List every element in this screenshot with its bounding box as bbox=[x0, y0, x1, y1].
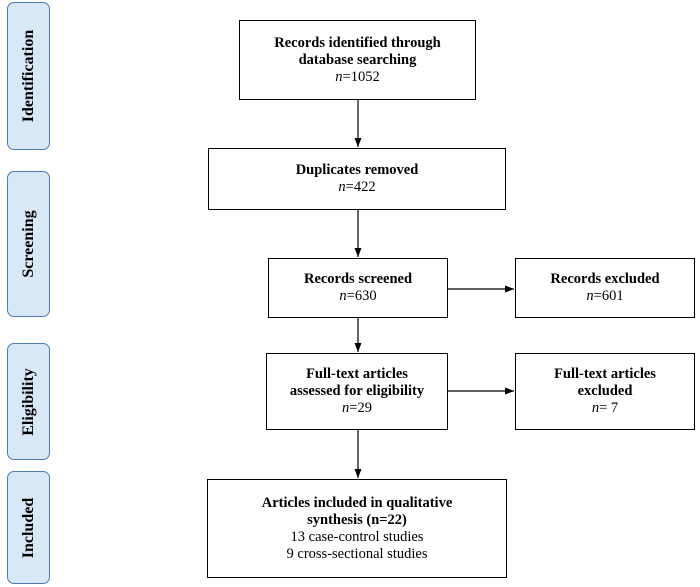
duplicates-removed-count: n=422 bbox=[338, 179, 376, 195]
records-identified-count: n=1052 bbox=[335, 68, 380, 85]
records-excluded-box: Records excluded n=601 bbox=[515, 258, 695, 318]
duplicates-removed-box: Duplicates removed n=422 bbox=[208, 148, 506, 210]
records-screened-count: n=630 bbox=[339, 288, 377, 304]
records-excluded-count: n=601 bbox=[586, 288, 624, 304]
records-identified-title-2: database searching bbox=[298, 51, 417, 68]
records-screened-title: Records screened bbox=[303, 271, 413, 287]
records-identified-title-1: Records identified through bbox=[274, 34, 441, 51]
articles-included-box: Articles included in qualitative synthes… bbox=[207, 479, 507, 578]
fulltext-excluded-title-2: excluded bbox=[577, 383, 633, 399]
fulltext-excluded-title-1: Full-text articles bbox=[554, 366, 656, 382]
stage-included: Included bbox=[7, 471, 50, 584]
stage-eligibility: Eligibility bbox=[7, 343, 50, 460]
articles-included-title-1: Articles included in qualitative bbox=[261, 494, 453, 511]
records-excluded-title: Records excluded bbox=[550, 271, 660, 287]
fulltext-excluded-box: Full-text articles excluded n= 7 bbox=[515, 353, 695, 430]
fulltext-assessed-title-1: Full-text articles bbox=[306, 366, 408, 382]
articles-included-cross-sectional: 9 cross-sectional studies bbox=[286, 545, 428, 562]
stage-identification: Identification bbox=[7, 2, 50, 150]
articles-included-case-control: 13 case-control studies bbox=[290, 528, 424, 545]
duplicates-removed-title: Duplicates removed bbox=[295, 162, 419, 178]
fulltext-assessed-title-2: assessed for eligibility bbox=[289, 383, 425, 399]
records-identified-box: Records identified through database sear… bbox=[239, 20, 476, 100]
fulltext-assessed-count: n=29 bbox=[342, 400, 372, 416]
articles-included-title-2: synthesis (n=22) bbox=[307, 511, 407, 528]
fulltext-excluded-count: n= 7 bbox=[591, 400, 619, 416]
records-screened-box: Records screened n=630 bbox=[268, 258, 448, 318]
stage-screening: Screening bbox=[7, 171, 50, 317]
fulltext-assessed-box: Full-text articles assessed for eligibil… bbox=[266, 353, 448, 430]
